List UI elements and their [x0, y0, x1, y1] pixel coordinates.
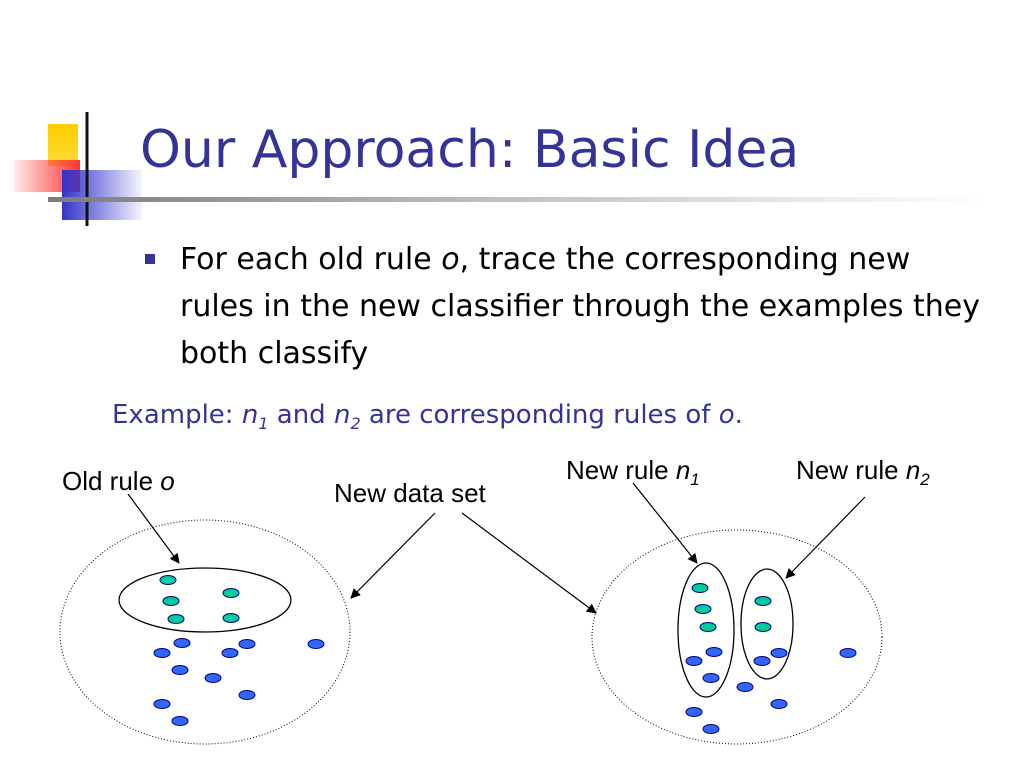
blue-point	[173, 638, 191, 648]
blue-point	[204, 673, 222, 683]
new-data-set-label: New data set	[334, 478, 487, 508]
green-point	[159, 575, 177, 585]
green-point	[162, 596, 180, 606]
example-n2-sub: 2	[350, 414, 361, 434]
blue-point	[171, 716, 189, 726]
new-data-set-ellipse	[591, 529, 883, 745]
example-n1-sub: 1	[258, 414, 269, 434]
bullet-rule-var: o	[441, 242, 460, 277]
blue-point	[753, 656, 771, 666]
blue-point	[839, 648, 857, 658]
rule-diagram: Old rule o New data set New rule n1 New …	[59, 455, 930, 745]
old-rule-ellipse	[118, 567, 292, 633]
bullet-text: For each old rule o, trace the correspon…	[180, 236, 985, 377]
blue-point	[307, 639, 325, 649]
example-n2: n	[333, 400, 351, 430]
green-point	[222, 613, 240, 623]
new-rule-2-label: New rule n2	[796, 455, 930, 489]
bullet-text-before: For each old rule	[180, 242, 442, 277]
green-point	[754, 622, 772, 632]
square-bullet-icon	[145, 254, 155, 264]
green-point	[222, 588, 240, 598]
old-green-points	[159, 575, 240, 624]
green-point	[691, 583, 709, 593]
example-line: Example: n1 and n2 are corresponding rul…	[112, 400, 743, 433]
new-blue-points	[685, 647, 857, 734]
new-rule-1-ellipse	[677, 562, 735, 698]
example-o: o	[718, 400, 735, 430]
blue-point	[685, 707, 703, 717]
bullet-item: For each old rule o, trace the correspon…	[145, 236, 985, 377]
example-prefix: Example:	[112, 400, 242, 430]
slide-title: Our Approach: Basic Idea	[140, 120, 800, 180]
example-mid: and	[268, 400, 334, 430]
green-point	[167, 614, 185, 624]
blue-point	[736, 682, 754, 692]
example-end: .	[734, 400, 743, 430]
blue-point	[770, 699, 788, 709]
example-suffix: are corresponding rules of	[360, 400, 719, 430]
blue-point	[153, 648, 171, 658]
blue-point	[238, 690, 256, 700]
blue-point	[770, 648, 788, 658]
blue-point	[221, 648, 239, 658]
green-point	[754, 596, 772, 606]
old-rule-arrow	[127, 493, 180, 564]
new-rule-2-arrow	[785, 496, 866, 579]
bullet-text-after: , trace the corresponding new rules in t…	[180, 242, 980, 371]
title-underline	[48, 197, 988, 202]
green-point	[699, 622, 717, 632]
green-point	[694, 604, 712, 614]
example-n1: n	[241, 400, 259, 430]
blue-point	[171, 665, 189, 675]
blue-point	[153, 699, 171, 709]
old-blue-points	[153, 638, 325, 726]
new-rule-1-arrow	[632, 482, 698, 564]
new-rule-1-label: New rule n1	[566, 455, 700, 489]
new-rule-2-ellipse	[740, 568, 794, 680]
new-data-set-arrow-left	[350, 512, 436, 599]
new-green-points	[691, 583, 772, 632]
old-rule-label: Old rule o	[62, 466, 175, 496]
blue-point	[705, 647, 723, 657]
slide-logo	[14, 112, 142, 226]
blue-point	[685, 656, 703, 666]
blue-point	[238, 639, 256, 649]
blue-point	[702, 673, 720, 683]
new-data-set-arrow-right	[461, 512, 597, 614]
old-data-set-ellipse	[59, 519, 351, 745]
blue-point	[702, 724, 720, 734]
